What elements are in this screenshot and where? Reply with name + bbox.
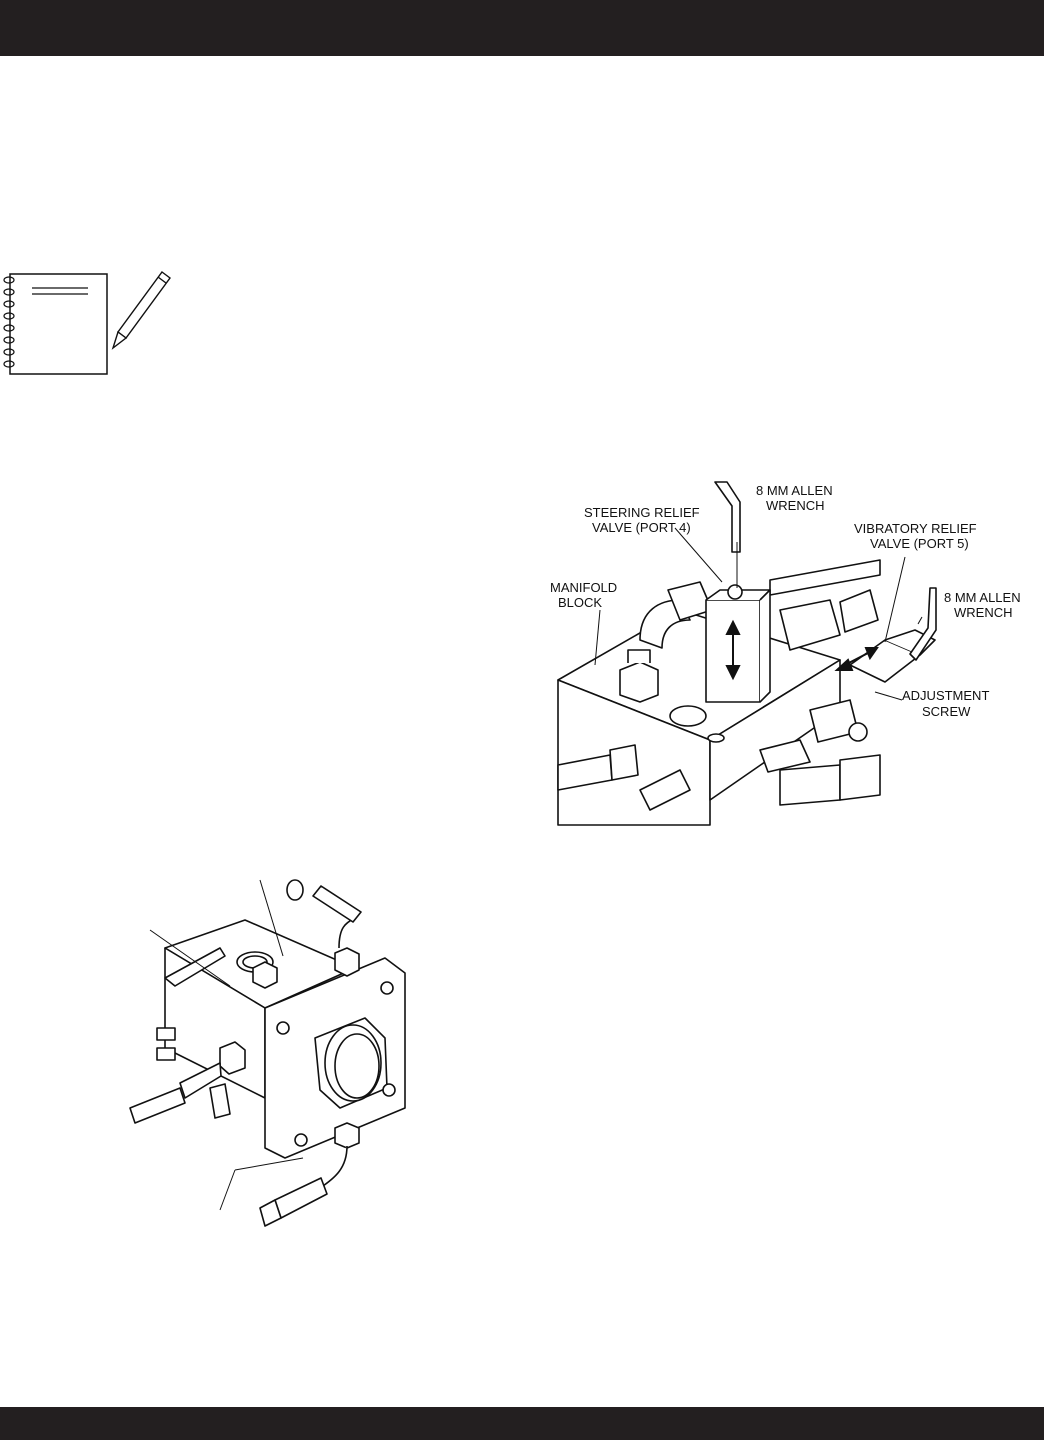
wrench-right-label-1: 8 MM ALLEN: [944, 590, 1021, 605]
adjustment-screw-label-2: SCREW: [922, 704, 971, 719]
footer-bar: [0, 1407, 1044, 1440]
wrench-top-label-2: WRENCH: [766, 498, 825, 513]
vibratory-valve-label-1: VIBRATORY RELIEF: [854, 521, 977, 536]
hydraulic-pump-figure: [129, 879, 406, 1227]
steering-valve-label-2: VALVE (PORT 4): [592, 520, 691, 535]
header-bar: [0, 0, 1044, 56]
notebook-pencil-icon: [3, 271, 171, 375]
vibratory-valve-label-2: VALVE (PORT 5): [870, 536, 969, 551]
adjustment-screw-label-1: ADJUSTMENT: [902, 688, 989, 703]
manifold-block-figure: 8 MM ALLEN WRENCH STEERING RELIEF VALVE …: [550, 481, 1021, 826]
wrench-right-label-2: WRENCH: [954, 605, 1013, 620]
manifold-block-label-1: MANIFOLD: [550, 580, 617, 595]
steering-valve-label-1: STEERING RELIEF: [584, 505, 700, 520]
wrench-top-label-1: 8 MM ALLEN: [756, 483, 833, 498]
manifold-block-label-2: BLOCK: [558, 595, 602, 610]
